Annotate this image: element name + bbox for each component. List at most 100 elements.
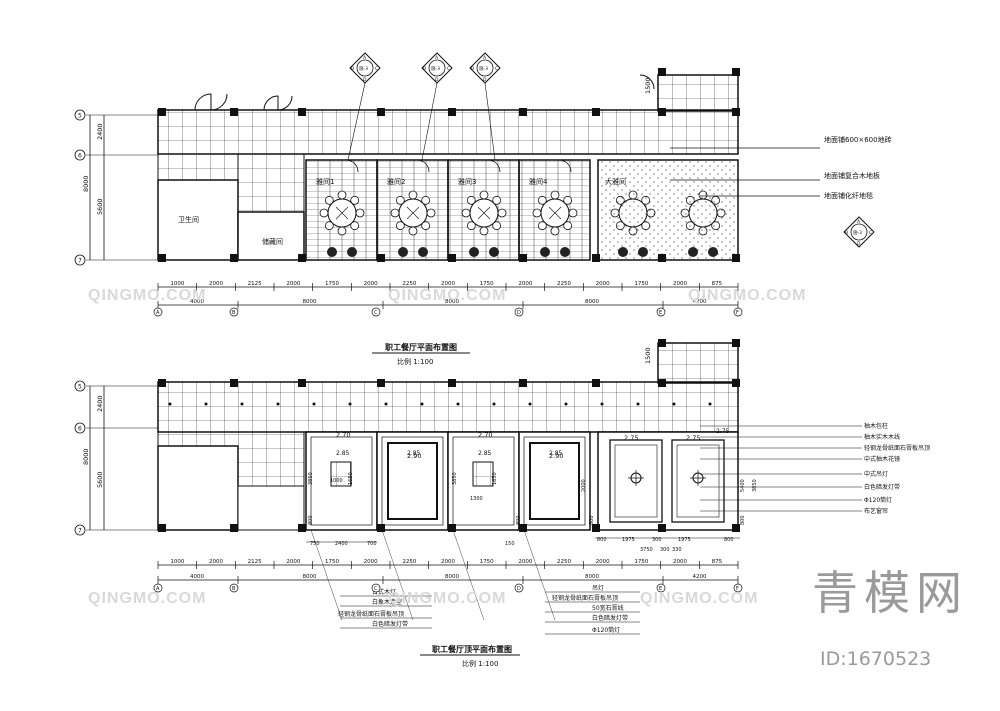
ceil-dim-left-3: 8000 [82,448,90,465]
sub-dim: 300 [660,547,670,553]
dimension-value: 875 [712,559,723,565]
axis-bubble [74,109,86,121]
span-value: 4200 [693,299,707,305]
span-value: 4200 [693,574,707,580]
ceiling-raised-frame [387,442,438,520]
ceiling-height-inner: 2.85 [549,450,563,457]
span-value: 4000 [190,574,204,580]
leader-line [452,529,485,621]
axis-label: 7 [78,258,82,265]
ceiling-raised-frame [529,442,580,520]
sub-dim: 300 [652,537,662,543]
brand-watermark: 青模网 [812,566,968,620]
watermark-text: QINGMO.COM [688,287,807,304]
dimension-value: 875 [712,281,723,287]
watermark-text: QINGMO.COM [640,590,759,607]
ceil-dim-left-2: 5600 [96,471,104,488]
note-bottom-right-1: 轻钢龙骨纸面石膏板吊顶 [552,594,618,602]
dimension-value: 1000 [170,281,184,287]
note-bottom-right-0: 吊灯 [592,584,604,592]
dim-left-1: 2400 [96,123,104,140]
chair [563,195,573,205]
index-letter: C [495,66,498,72]
ceil-dim-top-right: 1500 [644,347,652,364]
downlight [528,402,532,406]
ceiling-frame [310,436,373,526]
column [592,254,600,262]
dimension-value: 2000 [441,281,455,287]
chair [563,221,573,231]
japanese-lamp-icon [330,461,352,487]
index-letter: C [869,230,872,236]
chair [479,190,489,200]
note-bottom-left-0: 日式木灯 [372,588,396,596]
inner-dim: 3850 [752,479,758,492]
column [519,108,527,116]
dimension-value: 2000 [364,559,378,565]
dimension-value: 2125 [248,281,262,287]
lamp-cross [690,470,706,486]
note-right-4: 中式吊灯 [864,470,888,478]
plant-icon [540,247,550,257]
downlight [348,402,352,406]
plan-scale: 比例 1:100 [397,357,433,366]
ceiling-height: 2.75 [624,434,638,442]
corridor-tile-area [157,109,739,155]
dimension-value: 2000 [518,559,532,565]
watermark-text: QINGMO.COM [388,287,507,304]
chair [537,195,547,205]
chair [390,208,400,218]
ceiling-panel-inner [676,444,720,518]
chair [350,221,360,231]
dimension-value: 1750 [634,559,648,565]
column [448,254,456,262]
column [519,379,527,387]
note-bottom-left-2: 轻钢龙骨纸面石膏板吊顶 [338,610,404,618]
note-right-5: 白色暗发灯带 [864,483,900,491]
inner-dim: 1650 [348,472,354,485]
door-swing [416,159,430,173]
leader-line [381,529,414,621]
column [158,379,166,387]
leader-line [484,82,496,161]
inner-dim: 1650 [492,472,498,485]
chair [337,226,347,236]
sub-dim: 3750 [640,547,653,553]
axis-bubble [733,307,743,317]
sub-dim: 750 [310,541,320,547]
plant-icon [418,247,428,257]
note-bottom-right-3: 白色暗发灯带 [592,614,628,622]
chair [532,208,542,218]
inner-dim: 800 [589,515,595,525]
downlight [420,402,424,406]
index-circle [356,59,374,77]
chair [319,208,329,218]
note-right-1: 柚木实木木线 [864,433,900,441]
ceiling-panel-inner [614,444,658,518]
index-letter: D [857,241,861,247]
axis-label: 6 [78,426,82,433]
downlight [384,402,388,406]
column [732,254,740,262]
chair [324,195,334,205]
ceiling-frame [523,436,586,526]
axis-bubble [733,583,743,593]
dimension-value: 2000 [596,281,610,287]
chair [568,208,578,218]
chair [466,221,476,231]
axis-bubble [74,524,86,536]
index-label: 施-3 [853,229,862,236]
large-private-room [597,159,739,261]
axis-bubble [514,583,524,593]
column [377,254,385,262]
index-letter: B [351,66,354,72]
column [158,254,166,262]
plant-icon [469,247,479,257]
ceiling-upper-right-grid [657,342,739,384]
chair [550,190,560,200]
chair [492,195,502,205]
axis-label: C [374,310,378,316]
downlight [276,402,280,406]
column [158,524,166,532]
axis-label: E [659,586,662,592]
